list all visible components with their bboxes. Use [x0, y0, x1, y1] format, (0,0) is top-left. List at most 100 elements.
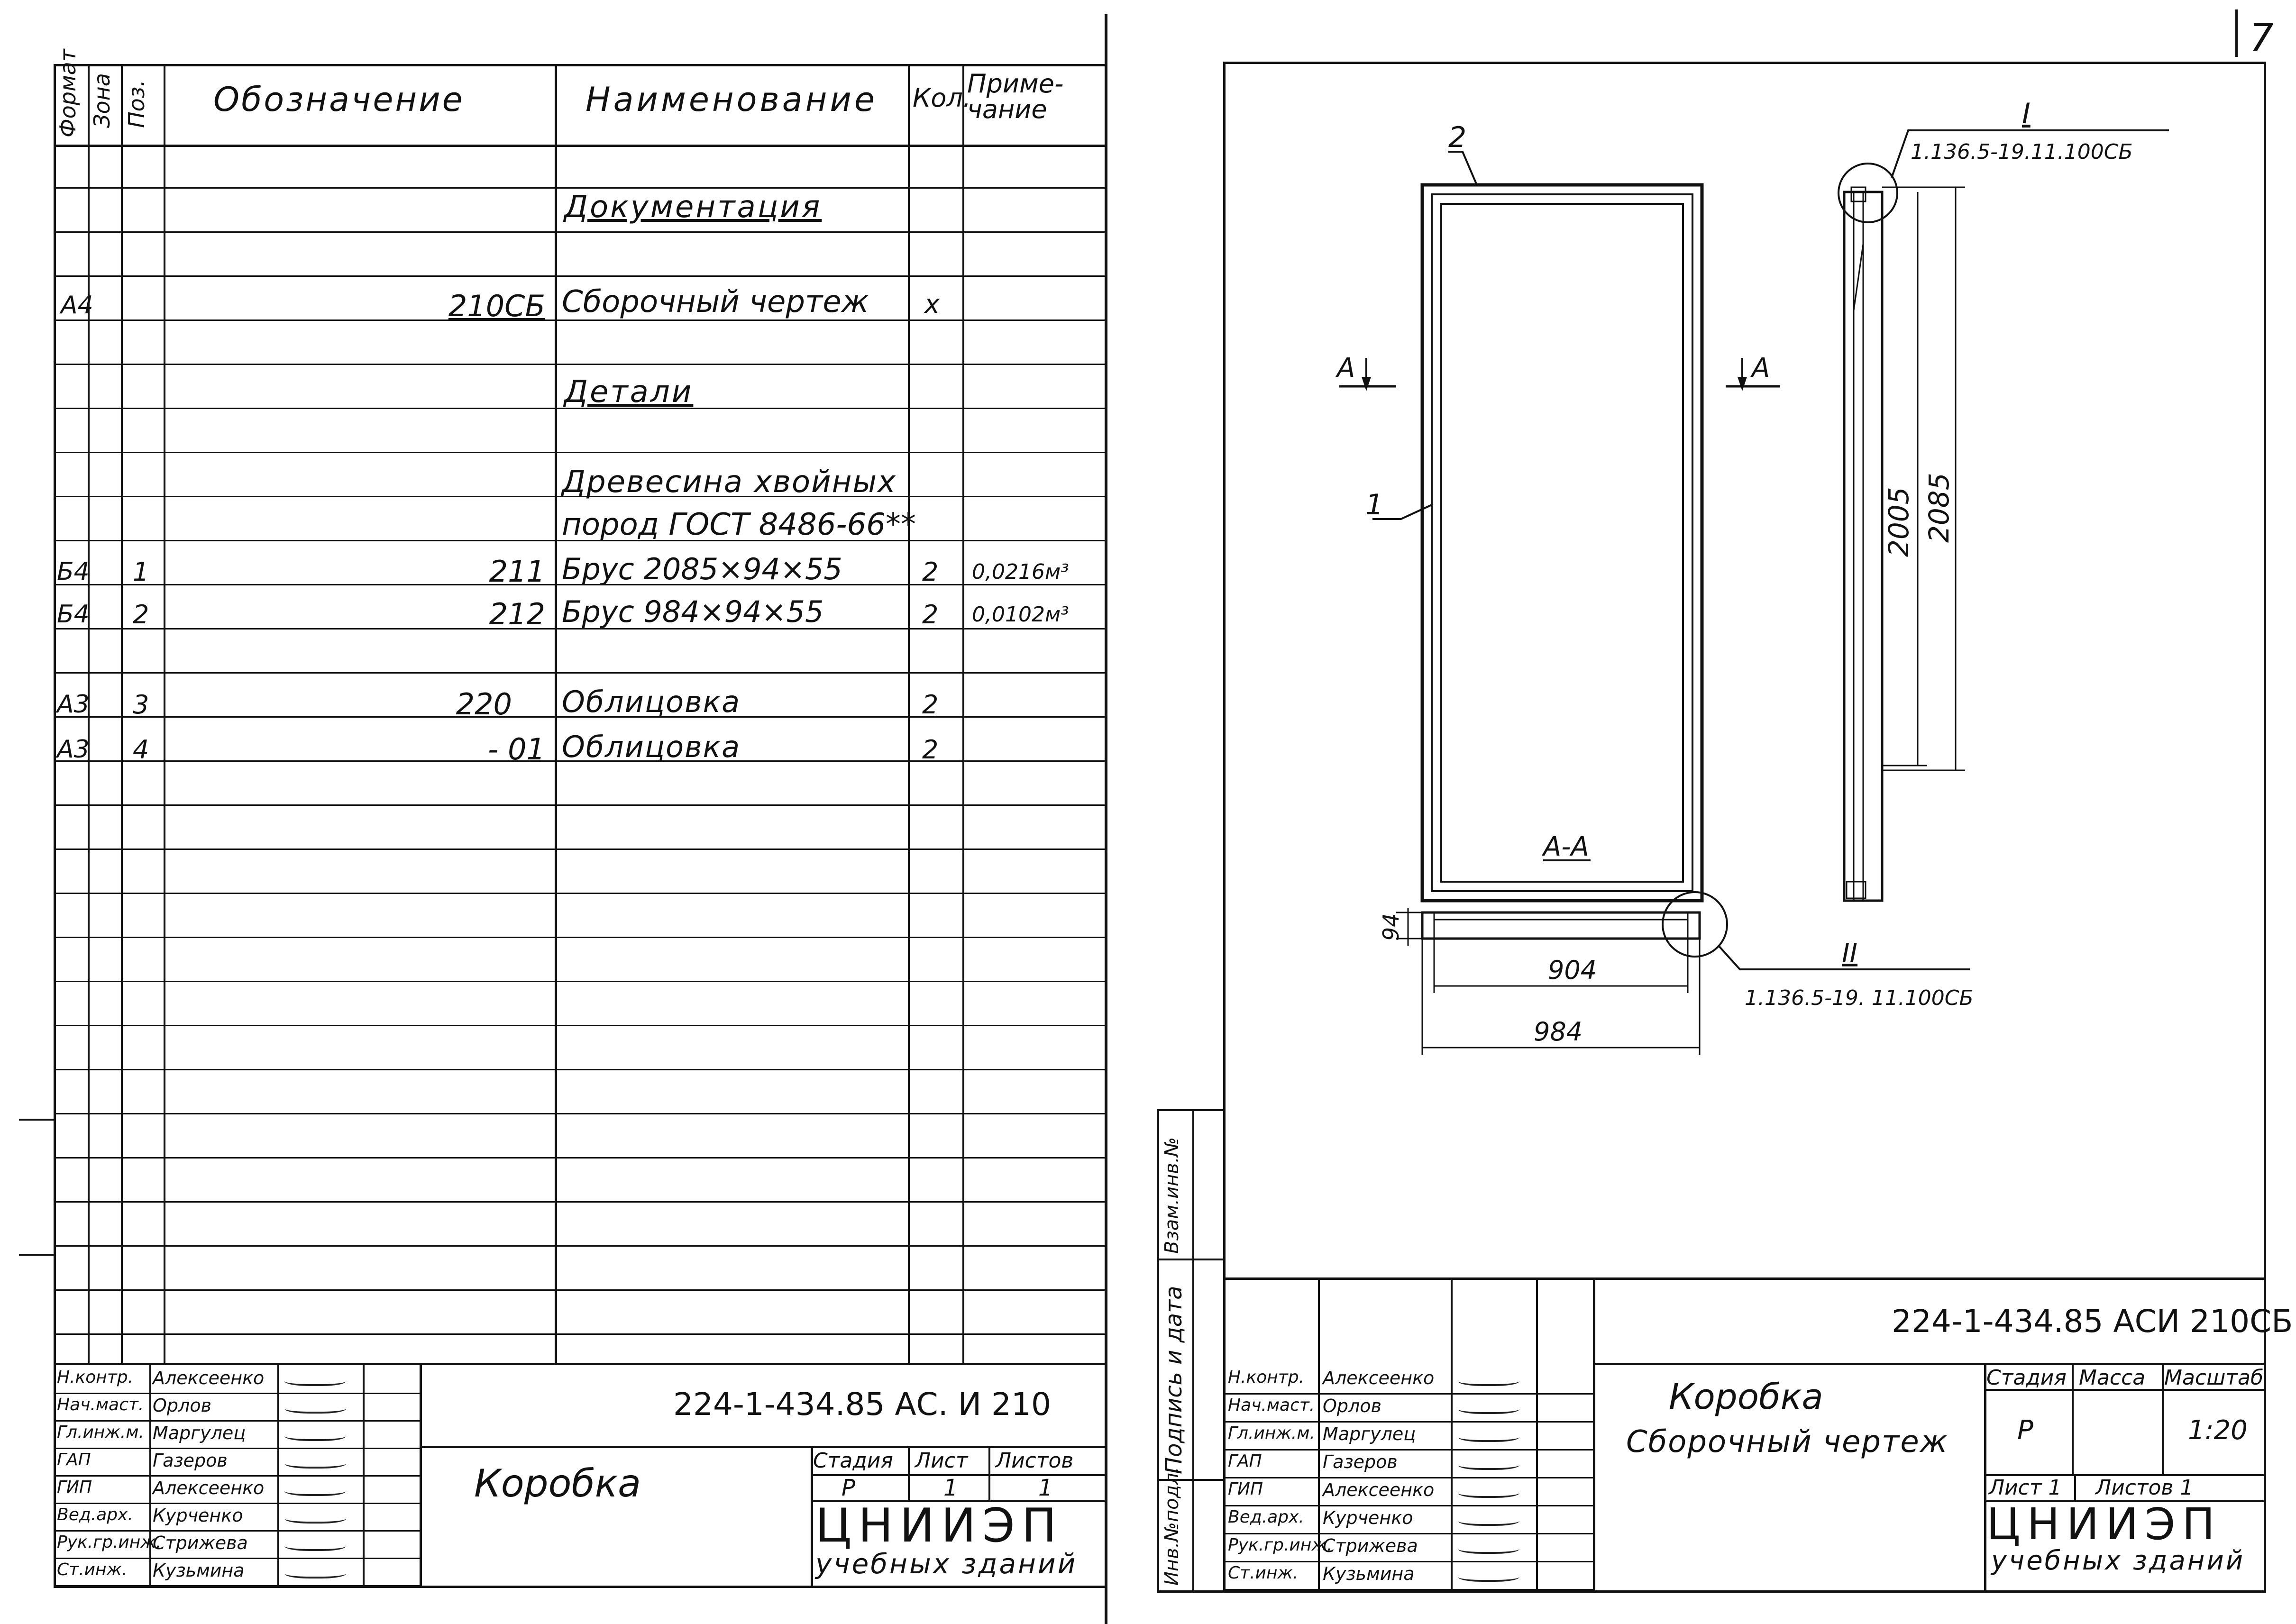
person-role: ГИП	[57, 1478, 92, 1497]
row-line	[54, 496, 1106, 497]
person-name: Газеров	[153, 1450, 228, 1471]
row-format: Б4	[57, 600, 90, 629]
signature	[284, 1484, 346, 1496]
rtb-scale: 1:20	[2188, 1415, 2248, 1446]
tb-mid-line	[420, 1446, 1106, 1448]
row-line	[54, 628, 1106, 630]
person-role: Вед.арх.	[57, 1505, 133, 1524]
people-row-line	[1226, 1505, 1593, 1506]
person-role: Гл.инж.м.	[1228, 1423, 1315, 1443]
rtb-col-line	[1318, 1277, 1320, 1593]
person-role: Нач.маст.	[57, 1395, 144, 1414]
tb-col-line	[988, 1446, 990, 1500]
signature	[284, 1429, 346, 1441]
header-note: Приме- чание	[967, 69, 1064, 124]
signature	[284, 1374, 346, 1386]
rtb-stage: Р	[2017, 1415, 2033, 1446]
person-name: Алексеенко	[1323, 1368, 1435, 1388]
col-line-3	[164, 64, 165, 1363]
rtb-code: 224-1-434.85 АСИ 210СБ	[1892, 1303, 2293, 1340]
tb-col-line	[811, 1446, 813, 1586]
row-line	[54, 364, 1106, 365]
section-plan	[1421, 911, 1701, 940]
row-line	[54, 231, 1106, 233]
detail-circle-II	[1662, 891, 1728, 958]
row-pos: 4	[133, 735, 149, 765]
people-row-line	[1226, 1449, 1593, 1451]
signature	[284, 1566, 346, 1578]
rtb-scale-label: Масштаб	[2164, 1366, 2264, 1390]
leader-2	[1448, 151, 1478, 185]
dim-984: 984	[1534, 1017, 1583, 1047]
stamp-divider	[1192, 1109, 1194, 1593]
tb-sheet: 1	[943, 1475, 958, 1501]
row-pos: 3	[133, 690, 149, 720]
rtb-col-line	[1536, 1277, 1538, 1593]
section-mark-right: А	[1750, 353, 1770, 383]
rtb-org-2: учебных зданий	[1991, 1545, 2245, 1576]
person-role: Нач.маст.	[1228, 1396, 1315, 1415]
row-qty: х	[924, 289, 940, 319]
row-line	[54, 452, 1106, 453]
person-name: Курченко	[153, 1505, 243, 1526]
row-line	[54, 937, 1106, 938]
tb-sheet-label: Лист	[915, 1449, 968, 1473]
row-heading-documentation: Документация	[564, 190, 822, 225]
person-role: Гл.инж.м.	[57, 1423, 144, 1442]
row-line	[54, 1201, 1106, 1203]
person-name: Орлов	[1323, 1396, 1381, 1416]
person-role: ГАП	[57, 1450, 91, 1469]
header-designation: Обозначение	[213, 80, 465, 119]
stamp-line	[1157, 1259, 1226, 1260]
tb-bottom-line	[54, 1586, 1106, 1588]
row-name: Брус 2085×94×55	[562, 552, 842, 586]
stamp-line	[1157, 1479, 1226, 1481]
row-name: Облицовка	[562, 684, 741, 719]
label-2: 2	[1448, 121, 1466, 154]
row-line	[54, 1069, 1106, 1070]
row-line	[54, 848, 1106, 850]
tb-line	[811, 1500, 1105, 1502]
section-title: А-А	[1542, 831, 1589, 862]
person-role: Рук.гр.инж.	[1228, 1535, 1333, 1555]
label-II: II	[1842, 938, 1857, 969]
left-frame-right	[1105, 14, 1107, 1624]
tb-sheets-label: Листов	[996, 1449, 1074, 1473]
rtb-title-1: Коробка	[1669, 1377, 1823, 1417]
row-note: 0,0102м³	[972, 602, 1069, 627]
header-name: Наименование	[585, 80, 878, 119]
person-role: Н.контр.	[1228, 1368, 1305, 1387]
person-name: Алексеенко	[1323, 1479, 1435, 1500]
row-line	[54, 540, 1106, 541]
col-line-2	[121, 64, 123, 1363]
rtb-line	[1984, 1474, 2266, 1476]
row-line	[54, 584, 1106, 585]
header-bottom-line	[54, 145, 1106, 147]
people-row-line	[54, 1475, 420, 1477]
row-line	[54, 1157, 1106, 1159]
row-line	[54, 1113, 1106, 1114]
rtb-col-line	[1593, 1277, 1595, 1593]
rtb-line	[1984, 1500, 2266, 1502]
leader-I	[1891, 129, 2169, 178]
row-line	[54, 981, 1106, 982]
row-designation: 212	[489, 597, 545, 631]
tb-line	[811, 1474, 1105, 1476]
ref-II: 1.136.5-19. 11.100СБ	[1745, 986, 1974, 1010]
person-name: Маргулец	[153, 1423, 246, 1443]
rtb-col-line	[2074, 1474, 2076, 1500]
people-row-line	[1226, 1589, 1593, 1590]
page-number-box	[2235, 9, 2238, 57]
signature	[1458, 1514, 1519, 1526]
people-row-line	[1226, 1533, 1593, 1534]
people-row-line	[1226, 1477, 1593, 1478]
col-line-5	[908, 64, 910, 1363]
signature	[284, 1539, 346, 1551]
row-format: А3	[57, 690, 90, 719]
row-format: А4	[61, 291, 93, 319]
rtb-mid-line	[1593, 1363, 2266, 1365]
row-note: 0,0216м³	[972, 560, 1069, 584]
row-line	[54, 1245, 1106, 1247]
dim-904: 904	[1548, 955, 1597, 985]
signature	[1458, 1402, 1519, 1414]
